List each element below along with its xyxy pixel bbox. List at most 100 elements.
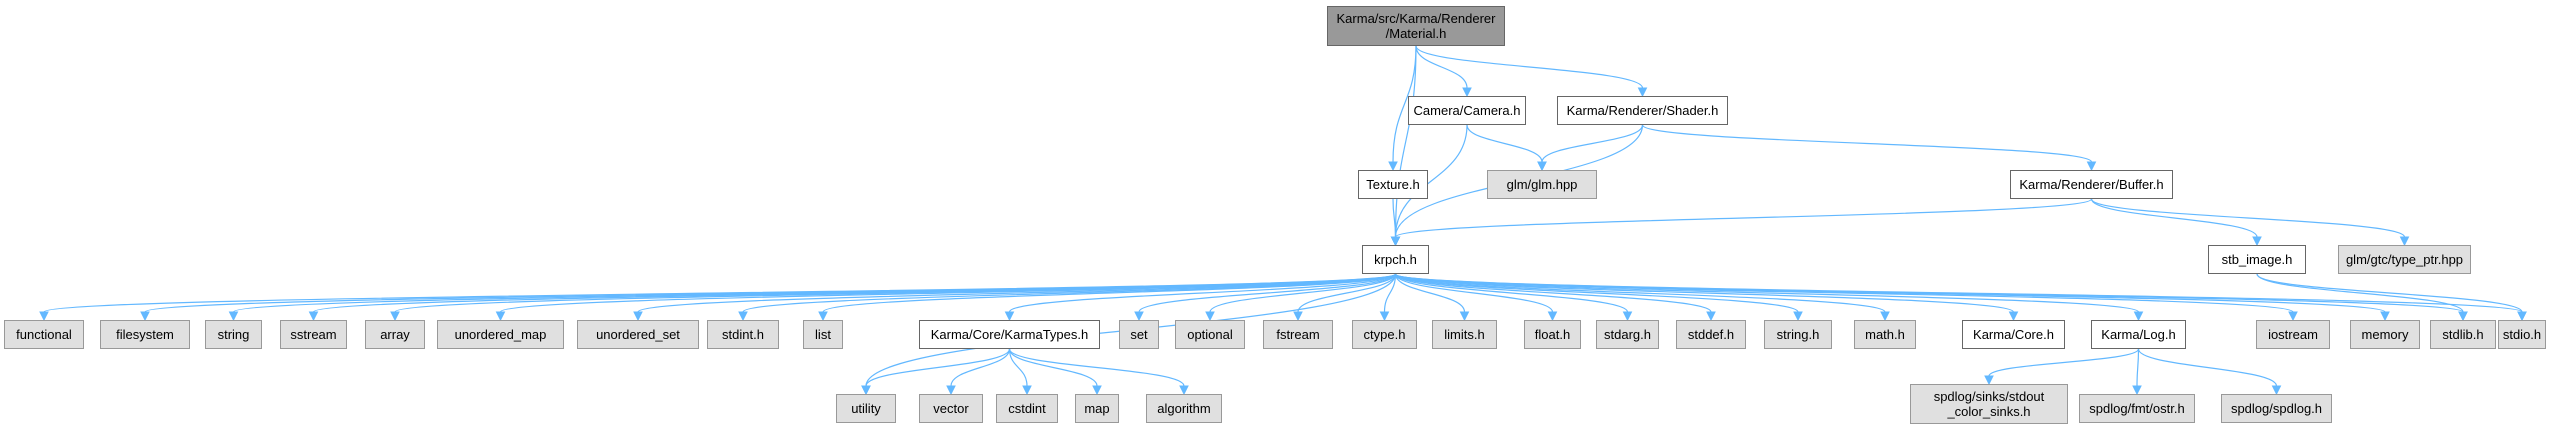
node-stdio: stdio.h [2498,320,2546,349]
edge-krpch-to-fstream [1297,273,1397,313]
node-buffer[interactable]: Karma/Renderer/Buffer.h [2010,170,2173,199]
edge-krpch-to-core [1394,273,2015,313]
node-cstdint: cstdint [996,394,1058,423]
arrowhead-vector [946,385,956,396]
edge-log-to-spdlog [2137,348,2278,387]
arrowhead-memory [2380,311,2390,322]
node-sstream: sstream [280,320,347,349]
edge-texture-to-krpch [1392,198,1397,238]
arrowhead-stb_image [2252,236,2262,247]
arrowhead-camera [1462,87,1472,98]
node-float: float.h [1524,320,1581,349]
edge-krpch-to-limits [1394,273,1466,313]
edge-stb_image-to-stdlib [2256,273,2464,313]
edge-krpch-to-string [232,273,1397,313]
arrowhead-map [1092,385,1102,396]
node-spdlog: spdlog/spdlog.h [2221,394,2332,423]
node-stb-image[interactable]: stb_image.h [2208,245,2306,274]
arrowhead-set [1134,311,1144,322]
arrowhead-math [1880,311,1890,322]
edge-material-to-krpch [1394,45,1417,238]
edge-karmatypes-to-utility [865,348,1011,387]
node-iostream: iostream [2256,320,2330,349]
edge-krpch-to-log [1394,273,2140,313]
node-shader[interactable]: Karma/Renderer/Shader.h [1557,96,1728,125]
edge-krpch-to-stringh [1394,273,1799,313]
arrowhead-stdarg [1622,311,1633,322]
edge-karmatypes-to-vector [950,348,1011,387]
edge-krpch-to-stddef [1394,273,1712,313]
arrowhead-type_ptr [2399,236,2410,247]
node-functional: functional [4,320,84,349]
node-sinks: spdlog/sinks/stdout _color_sinks.h [1910,384,2068,424]
edge-log-to-ostr [2136,348,2140,387]
edge-stb_image-to-stdio [2256,273,2523,313]
arrowhead-sstream [308,311,319,322]
node-map: map [1075,394,1119,423]
arrowhead-stdint [738,311,748,322]
node-stdarg: stdarg.h [1596,320,1659,349]
edge-camera-to-krpch [1394,124,1468,238]
node-ostr: spdlog/fmt/ostr.h [2079,394,2195,423]
node-stdlib: stdlib.h [2430,320,2496,349]
node-log[interactable]: Karma/Log.h [2091,320,2186,349]
arrowhead-algorithm [1179,385,1189,396]
edge-shader-to-buffer [1641,124,2093,163]
node-unordered-map: unordered_map [437,320,564,349]
arrowhead-string [228,311,239,322]
node-limits: limits.h [1432,320,1497,349]
edge-krpch-to-math [1394,273,1886,313]
node-karmatypes[interactable]: Karma/Core/KarmaTypes.h [919,320,1100,349]
node-filesystem: filesystem [100,320,190,349]
edge-material-to-texture [1392,45,1417,163]
arrowhead-stdlib [2458,311,2468,322]
node-glm: glm/glm.hpp [1487,170,1597,199]
arrowhead-stddef [1706,311,1716,322]
node-string: string [205,320,262,349]
edge-krpch-to-ctype [1383,273,1397,313]
arrowhead-array [390,311,400,322]
arrowhead-optional [1205,311,1215,322]
edge-material-to-shader [1415,45,1644,89]
node-camera[interactable]: Camera/Camera.h [1408,96,1526,125]
edge-krpch-to-stdarg [1394,273,1629,313]
node-texture[interactable]: Texture.h [1358,170,1428,199]
node-krpch[interactable]: krpch.h [1362,245,1429,274]
edge-buffer-to-type_ptr [2090,198,2406,238]
edge-krpch-to-list [822,273,1397,313]
edge-krpch-to-optional [1209,273,1397,313]
node-type-ptr: glm/gtc/type_ptr.hpp [2338,245,2471,274]
arrowhead-core [2008,311,2019,322]
node-core[interactable]: Karma/Core.h [1962,320,2065,349]
edge-krpch-to-sstream [312,273,1397,313]
arrowhead-spdlog [2271,385,2282,396]
arrowhead-glm [1537,161,1547,172]
arrowhead-log [2133,311,2144,322]
arrowhead-limits [1459,311,1470,322]
node-fstream: fstream [1263,320,1333,349]
edge-log-to-sinks [1988,348,2140,377]
edge-krpch-to-karmatypes [1008,273,1397,313]
arrowhead-cstdint [1022,385,1032,396]
arrowhead-unordered_map [495,311,506,322]
node-stdint: stdint.h [707,320,779,349]
node-stringh: string.h [1764,320,1832,349]
edge-krpch-to-float [1394,273,1554,313]
arrowhead-sinks [1984,375,1994,386]
edge-karmatypes-to-cstdint [1008,348,1028,387]
arrowhead-unordered_set [633,311,643,322]
edge-buffer-to-krpch [1394,198,2093,238]
edge-material-to-camera [1415,45,1468,89]
arrowhead-stringh [1793,311,1803,322]
arrowhead-shader [1637,87,1648,98]
node-vector: vector [919,394,983,423]
node-list: list [803,320,843,349]
edge-buffer-to-stb_image [2090,198,2258,238]
node-unordered-set: unordered_set [577,320,699,349]
node-array: array [365,320,425,349]
arrowhead-stdio [2517,311,2527,322]
arrowhead-iostream [2288,311,2298,322]
node-set: set [1119,320,1159,349]
arrowhead-float [1547,311,1558,322]
